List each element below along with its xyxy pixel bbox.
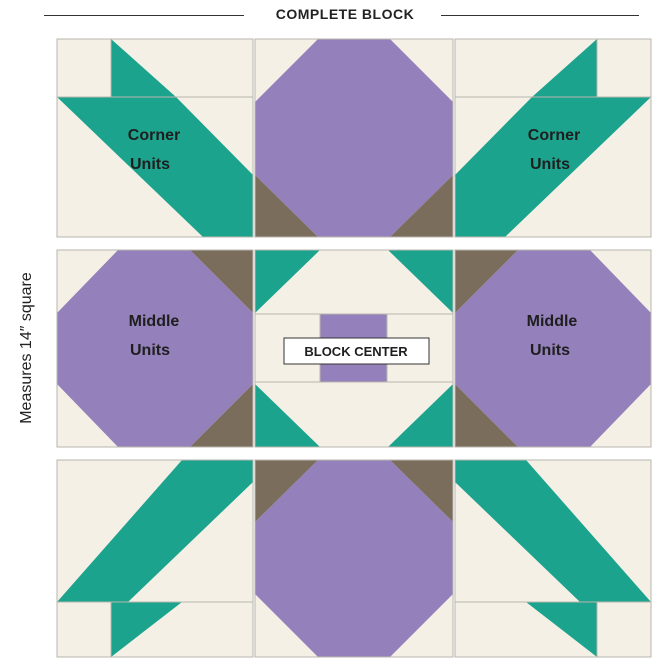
middle-unit-right [454,249,652,448]
corner-units-label-left-line1: Corner [128,127,180,144]
bottom-row [56,459,652,658]
middle-units-label-right-line1: Middle [527,313,578,330]
labels: Corner Units Corner Units Middle Units M… [128,127,580,365]
corner-units-label-right-line2: Units [530,156,570,173]
corner-units-label-right-line1: Corner [528,127,580,144]
header-rule-right [441,15,639,16]
block-center-label: BLOCK CENTER [304,344,408,359]
corner-unit-top-right [454,38,652,238]
corner-unit-top-left [56,38,254,238]
header-rule-left [44,15,244,16]
top-row [56,38,652,238]
middle-unit-left [56,249,254,448]
corner-units-label-left-line2: Units [130,156,170,173]
header: COMPLETE BLOCK [0,0,653,32]
middle-units-label-left-line2: Units [130,342,170,359]
corner-unit-bottom-left [56,459,254,658]
middle-units-label-left-line1: Middle [129,313,180,330]
complete-block-title: COMPLETE BLOCK [275,6,415,22]
block-center-label-box [283,337,430,365]
middle-row [56,249,652,448]
middle-unit-top [254,38,454,238]
corner-unit-bottom-right [454,459,652,658]
middle-unit-bottom [254,459,454,658]
middle-units-label-right-line2: Units [530,342,570,359]
